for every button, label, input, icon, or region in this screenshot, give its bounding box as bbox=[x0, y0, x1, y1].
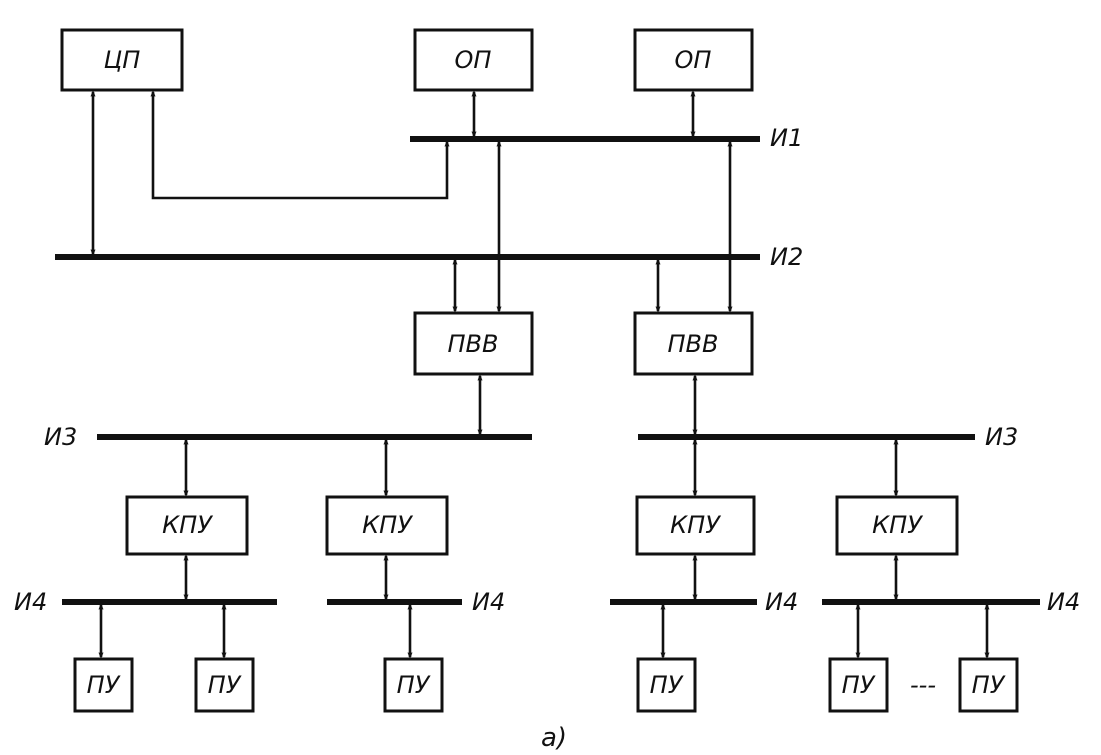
block-controller-4-label: КПУ bbox=[872, 511, 923, 539]
block-io-processor-2: ПВВ bbox=[633, 311, 754, 376]
bus-label-i4-c: И4 bbox=[765, 588, 798, 616]
bus-labels: И1 И2 И3 И3 И4 И4 И4 И4 bbox=[14, 124, 1080, 616]
block-controller-1-label: КПУ bbox=[162, 511, 213, 539]
peripheral-ellipsis: --- bbox=[910, 671, 936, 699]
block-peripheral-1-label: ПУ bbox=[87, 671, 121, 699]
bus-label-i1: И1 bbox=[770, 124, 803, 152]
block-memory-2: ОП bbox=[633, 28, 754, 92]
bus-label-i3-right: И3 bbox=[985, 423, 1018, 451]
block-peripheral-4-label: ПУ bbox=[650, 671, 684, 699]
bus-label-i3-left: И3 bbox=[44, 423, 77, 451]
block-memory-2-label: ОП bbox=[675, 46, 712, 74]
block-peripheral-3: ПУ bbox=[383, 657, 444, 713]
block-peripheral-5: ПУ bbox=[828, 657, 889, 713]
block-memory-1: ОП bbox=[413, 28, 534, 92]
block-memory-1-label: ОП bbox=[455, 46, 492, 74]
block-peripheral-1: ПУ bbox=[73, 657, 134, 713]
link-cpu-i1 bbox=[153, 92, 447, 200]
figure-caption: а) bbox=[541, 723, 567, 753]
block-controller-4: КПУ bbox=[835, 495, 959, 556]
block-peripheral-5-label: ПУ bbox=[842, 671, 876, 699]
block-controller-2: КПУ bbox=[325, 495, 449, 556]
block-io-processor-2-label: ПВВ bbox=[668, 330, 719, 358]
block-controller-1: КПУ bbox=[125, 495, 249, 556]
block-cpu: ЦП bbox=[60, 28, 184, 92]
block-peripheral-2: ПУ bbox=[194, 657, 255, 713]
block-peripheral-6: ПУ bbox=[958, 657, 1019, 713]
block-peripheral-3-label: ПУ bbox=[397, 671, 431, 699]
buses bbox=[55, 136, 1040, 605]
block-controller-2-label: КПУ bbox=[362, 511, 413, 539]
bus-label-i4-d: И4 bbox=[1047, 588, 1080, 616]
bus-label-i2: И2 bbox=[770, 243, 803, 271]
block-io-processor-1: ПВВ bbox=[413, 311, 534, 376]
bus-label-i4-a: И4 bbox=[14, 588, 47, 616]
block-peripheral-4: ПУ bbox=[636, 657, 697, 713]
block-controller-3-label: КПУ bbox=[670, 511, 721, 539]
bus-label-i4-b: И4 bbox=[472, 588, 505, 616]
block-controller-3: КПУ bbox=[635, 495, 756, 556]
connections bbox=[93, 92, 987, 657]
block-cpu-label: ЦП bbox=[104, 46, 141, 74]
block-io-processor-1-label: ПВВ bbox=[448, 330, 499, 358]
block-peripheral-2-label: ПУ bbox=[208, 671, 242, 699]
block-peripheral-6-label: ПУ bbox=[972, 671, 1006, 699]
